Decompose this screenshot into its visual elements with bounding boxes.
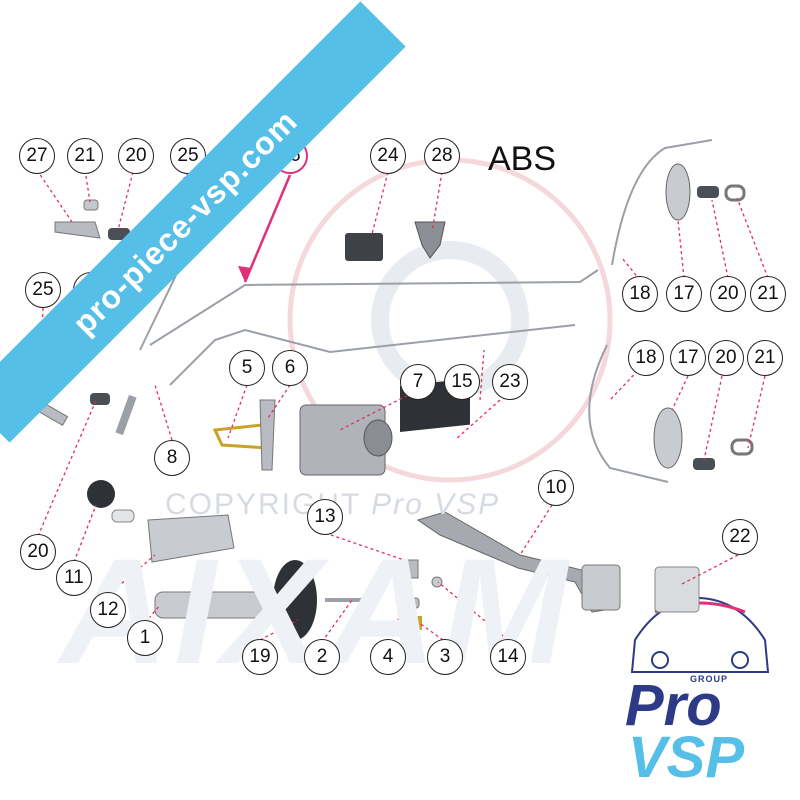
nut-14 xyxy=(431,576,443,588)
callout-6: 6 xyxy=(272,350,308,386)
callout-15: 15 xyxy=(444,364,480,400)
logo-pro-text: Pro xyxy=(625,673,722,738)
callout-21: 21 xyxy=(750,276,786,312)
callout-25: 25 xyxy=(25,272,61,308)
highlight-arrowhead xyxy=(238,266,252,282)
callout-21: 21 xyxy=(67,138,103,174)
tone-ring-17-top xyxy=(665,163,691,221)
clip-21-top xyxy=(83,199,99,211)
callout-1: 1 xyxy=(127,620,163,656)
cap-insert xyxy=(111,509,135,523)
callout-20: 20 xyxy=(118,138,154,174)
callout-4: 4 xyxy=(370,639,406,675)
brake-line-upper xyxy=(149,269,599,346)
callout-2: 2 xyxy=(304,639,340,675)
callout-18: 18 xyxy=(622,276,658,312)
highlight-arrow xyxy=(243,174,292,283)
pin-3 xyxy=(412,616,422,630)
clip-21-right-top xyxy=(724,184,746,202)
reservoir-12 xyxy=(147,514,235,563)
callout-24: 24 xyxy=(370,138,406,174)
car-logo xyxy=(630,596,770,673)
logo-group-text: GROUP xyxy=(690,674,729,684)
callout-23: 23 xyxy=(492,364,528,400)
fitting-5 xyxy=(212,423,270,450)
callout-28: 28 xyxy=(424,138,460,174)
pedal-pad xyxy=(581,564,621,611)
copyright-brand: Pro VSP xyxy=(371,488,501,521)
callout-7: 7 xyxy=(400,364,436,400)
fitting-6 xyxy=(259,399,276,471)
abs-module-24 xyxy=(345,233,383,261)
logo-vsp-text: VSP xyxy=(628,725,745,790)
spring-22 xyxy=(654,566,700,613)
callout-22: 22 xyxy=(722,519,758,555)
callout-21: 21 xyxy=(747,340,783,376)
sensor-20-right-bottom xyxy=(693,458,715,470)
bracket-27 xyxy=(54,221,101,239)
callout-20: 20 xyxy=(20,534,56,570)
sensor-20-left xyxy=(90,393,110,405)
callout-5: 5 xyxy=(229,350,265,386)
abs-section-label: ABS xyxy=(488,140,557,178)
switch-13 xyxy=(407,559,419,579)
brake-booster-19 xyxy=(273,560,317,640)
callout-13: 13 xyxy=(307,499,343,535)
callout-17: 17 xyxy=(670,340,706,376)
callout-3: 3 xyxy=(427,639,463,675)
sensor-20-right-top xyxy=(697,186,719,198)
reservoir-cap-11 xyxy=(87,480,115,508)
callout-20: 20 xyxy=(708,340,744,376)
bracket-28 xyxy=(414,221,446,259)
callout-19: 19 xyxy=(242,639,278,675)
brake-line-front-right xyxy=(611,139,713,266)
callout-14: 14 xyxy=(490,639,526,675)
callout-27: 27 xyxy=(19,138,55,174)
master-cylinder-1 xyxy=(154,591,266,619)
line-connector xyxy=(115,394,137,436)
clevis-4 xyxy=(396,597,420,609)
callout-20: 20 xyxy=(710,276,746,312)
brake-line-rear-right xyxy=(588,344,669,483)
clip-21-right-bottom xyxy=(730,438,754,456)
brake-pedal-10 xyxy=(416,511,606,613)
callout-12: 12 xyxy=(90,592,126,628)
callout-8: 8 xyxy=(154,440,190,476)
tone-ring-17-bottom xyxy=(653,407,683,469)
copyright-watermark: COPYRIGHT Pro VSP xyxy=(165,488,500,522)
callout-11: 11 xyxy=(56,560,92,596)
callout-10: 10 xyxy=(538,470,574,506)
callout-17: 17 xyxy=(666,276,702,312)
brake-line-middle xyxy=(169,324,576,386)
callout-18: 18 xyxy=(628,340,664,376)
